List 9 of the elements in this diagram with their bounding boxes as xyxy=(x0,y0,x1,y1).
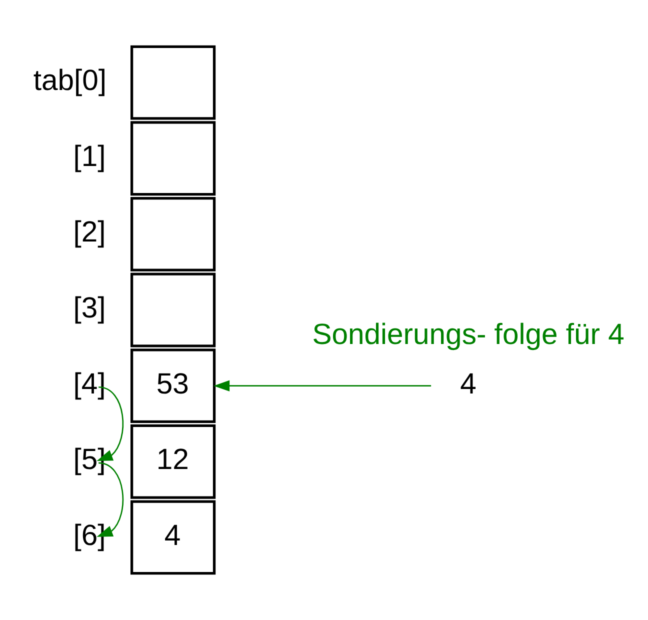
node-label: [3] xyxy=(73,292,106,324)
node-text: 4 xyxy=(460,368,476,400)
node-label: tab[0] xyxy=(33,65,107,98)
node-label: [6] xyxy=(73,520,106,552)
label: Sondierungs- folge für 4 xyxy=(312,319,624,352)
node-label: [5] xyxy=(73,444,106,476)
node-label: [2] xyxy=(73,216,106,249)
node-label: [1] xyxy=(73,140,106,173)
node-label: [4] xyxy=(73,368,106,400)
